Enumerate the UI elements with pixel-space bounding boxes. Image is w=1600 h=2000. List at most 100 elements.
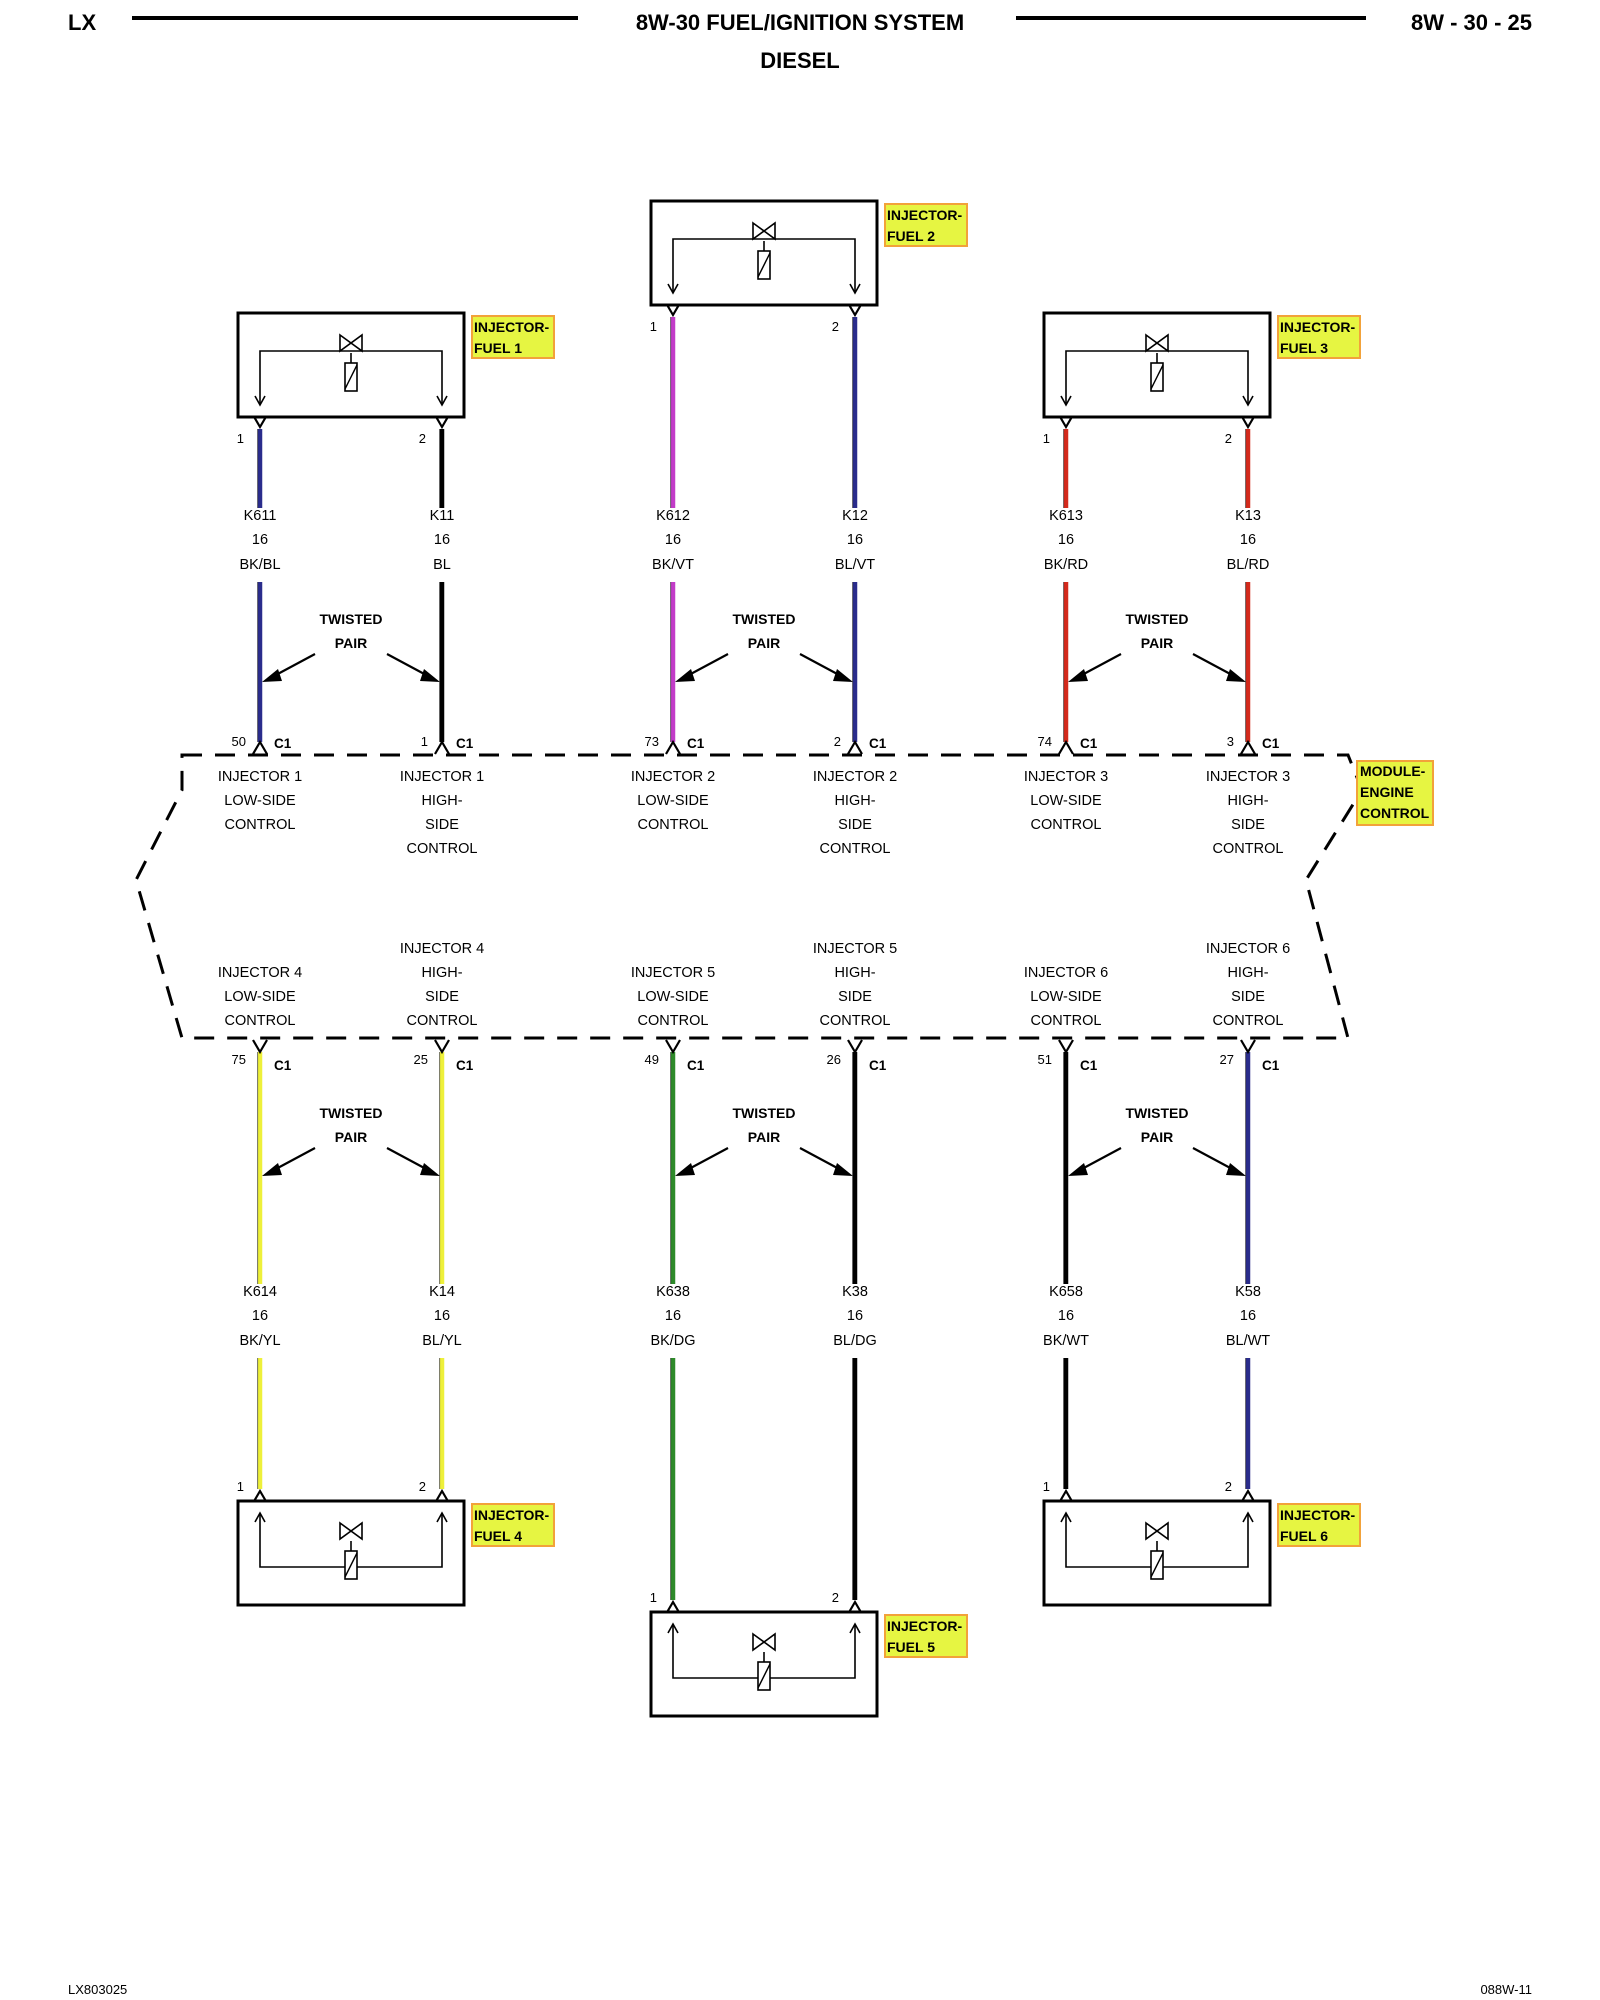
twisted-pair-arrow — [262, 1147, 316, 1176]
arrow-down-icon — [436, 395, 448, 407]
module-function-label: SIDE — [838, 817, 872, 833]
module-function-label: LOW-SIDE — [1030, 989, 1102, 1005]
wire-color-code: BK/BL — [239, 557, 280, 573]
footer-right: 088W-11 — [1480, 1982, 1532, 1997]
twisted-pair-arrow — [386, 1147, 440, 1176]
connector-id: C1 — [274, 736, 292, 751]
connector-terminal — [665, 302, 681, 318]
arrow-head-icon — [833, 1163, 853, 1176]
module-pin-number: 1 — [421, 734, 428, 749]
injector-label-line: FUEL 3 — [1280, 340, 1328, 356]
module-function-label: INJECTOR 1 — [400, 769, 484, 785]
connector-terminal — [1240, 1039, 1256, 1055]
fuel-injector-icon — [254, 1511, 448, 1580]
connector-terminal — [1240, 414, 1256, 430]
module-pin-number: 26 — [827, 1052, 841, 1067]
module-function-label: INJECTOR 2 — [813, 769, 897, 785]
module-pin-number: 74 — [1038, 734, 1052, 749]
wire-gauge: 16 — [252, 1308, 268, 1324]
wire-gauge: 16 — [665, 532, 681, 548]
module-function-label: CONTROL — [638, 817, 709, 833]
arrow-down-icon — [1060, 395, 1072, 407]
module-function-label: SIDE — [1231, 989, 1265, 1005]
arrow-shaft — [799, 653, 842, 677]
injector-pin-number: 2 — [419, 1479, 426, 1494]
header-page-number: 8W - 30 - 25 — [1411, 10, 1532, 35]
module-function-label: CONTROL — [225, 1013, 296, 1029]
circuit-code: K612 — [656, 508, 690, 524]
arrow-head-icon — [262, 1163, 282, 1176]
header-left: LX — [68, 10, 96, 35]
arrow-head-icon — [1226, 669, 1246, 682]
wire-gauge: 16 — [847, 532, 863, 548]
connector-terminal — [252, 1488, 268, 1504]
injector-pin-number: 1 — [237, 1479, 244, 1494]
module-function-label: HIGH- — [421, 793, 462, 809]
module-pin-number: 49 — [645, 1052, 659, 1067]
injector-pin-number: 2 — [1225, 1479, 1232, 1494]
wire-color-code: BL/DG — [833, 1333, 877, 1349]
wire-gauge: 16 — [665, 1308, 681, 1324]
connector-id: C1 — [456, 1058, 474, 1073]
circuit-code: K12 — [842, 508, 868, 524]
module-pin-number: 25 — [414, 1052, 428, 1067]
circuit-code: K638 — [656, 1284, 690, 1300]
arrow-shaft — [686, 1147, 729, 1171]
arrow-head-icon — [675, 669, 695, 682]
arrow-down-icon — [254, 395, 266, 407]
valve-icon — [1145, 333, 1169, 353]
module-pin-number: 73 — [645, 734, 659, 749]
connector-terminal — [1058, 414, 1074, 430]
wire-gauge: 16 — [847, 1308, 863, 1324]
arrow-shaft — [273, 1147, 316, 1171]
valve-icon — [752, 221, 776, 241]
module-function-label: SIDE — [838, 989, 872, 1005]
solenoid-core — [757, 1663, 771, 1689]
module-pin-number: 27 — [1220, 1052, 1234, 1067]
arrow-down-icon — [1242, 395, 1254, 407]
arrow-head-icon — [833, 669, 853, 682]
module-function-label: CONTROL — [225, 817, 296, 833]
arrow-shaft — [1192, 1147, 1235, 1171]
circuit-code: K11 — [430, 508, 455, 524]
arrow-head-icon — [1226, 1163, 1246, 1176]
arrow-head-icon — [420, 1163, 440, 1176]
arrow-down-icon — [849, 283, 861, 295]
module-function-label: SIDE — [425, 989, 459, 1005]
connector-terminal — [665, 1599, 681, 1615]
twisted-pair-arrow — [1192, 653, 1246, 682]
connector-terminal — [1240, 739, 1256, 755]
module-function-label: LOW-SIDE — [1030, 793, 1102, 809]
injector-label-line: FUEL 2 — [887, 228, 935, 244]
arrow-up-icon — [849, 1622, 861, 1634]
connector-id: C1 — [687, 1058, 705, 1073]
module-function-label: CONTROL — [407, 841, 478, 857]
connector-terminal — [252, 414, 268, 430]
module-label-box — [1356, 760, 1434, 826]
connector-terminal — [847, 739, 863, 755]
valve-icon — [752, 1632, 776, 1652]
module-function-label: CONTROL — [820, 1013, 891, 1029]
header-subtitle: DIESEL — [760, 48, 839, 73]
circuit-code: K613 — [1049, 508, 1083, 524]
connector-id: C1 — [456, 736, 474, 751]
module-function-label: LOW-SIDE — [224, 793, 296, 809]
injector-housing — [649, 1610, 879, 1718]
module-function-label: INJECTOR 6 — [1024, 965, 1108, 981]
wire-gauge: 16 — [434, 532, 450, 548]
injector-label-box — [1277, 315, 1361, 359]
solenoid-core — [344, 1552, 358, 1578]
arrow-shaft — [686, 653, 729, 677]
module-function-label: CONTROL — [407, 1013, 478, 1029]
arrow-head-icon — [262, 669, 282, 682]
header-title: 8W-30 FUEL/IGNITION SYSTEM — [636, 10, 964, 35]
